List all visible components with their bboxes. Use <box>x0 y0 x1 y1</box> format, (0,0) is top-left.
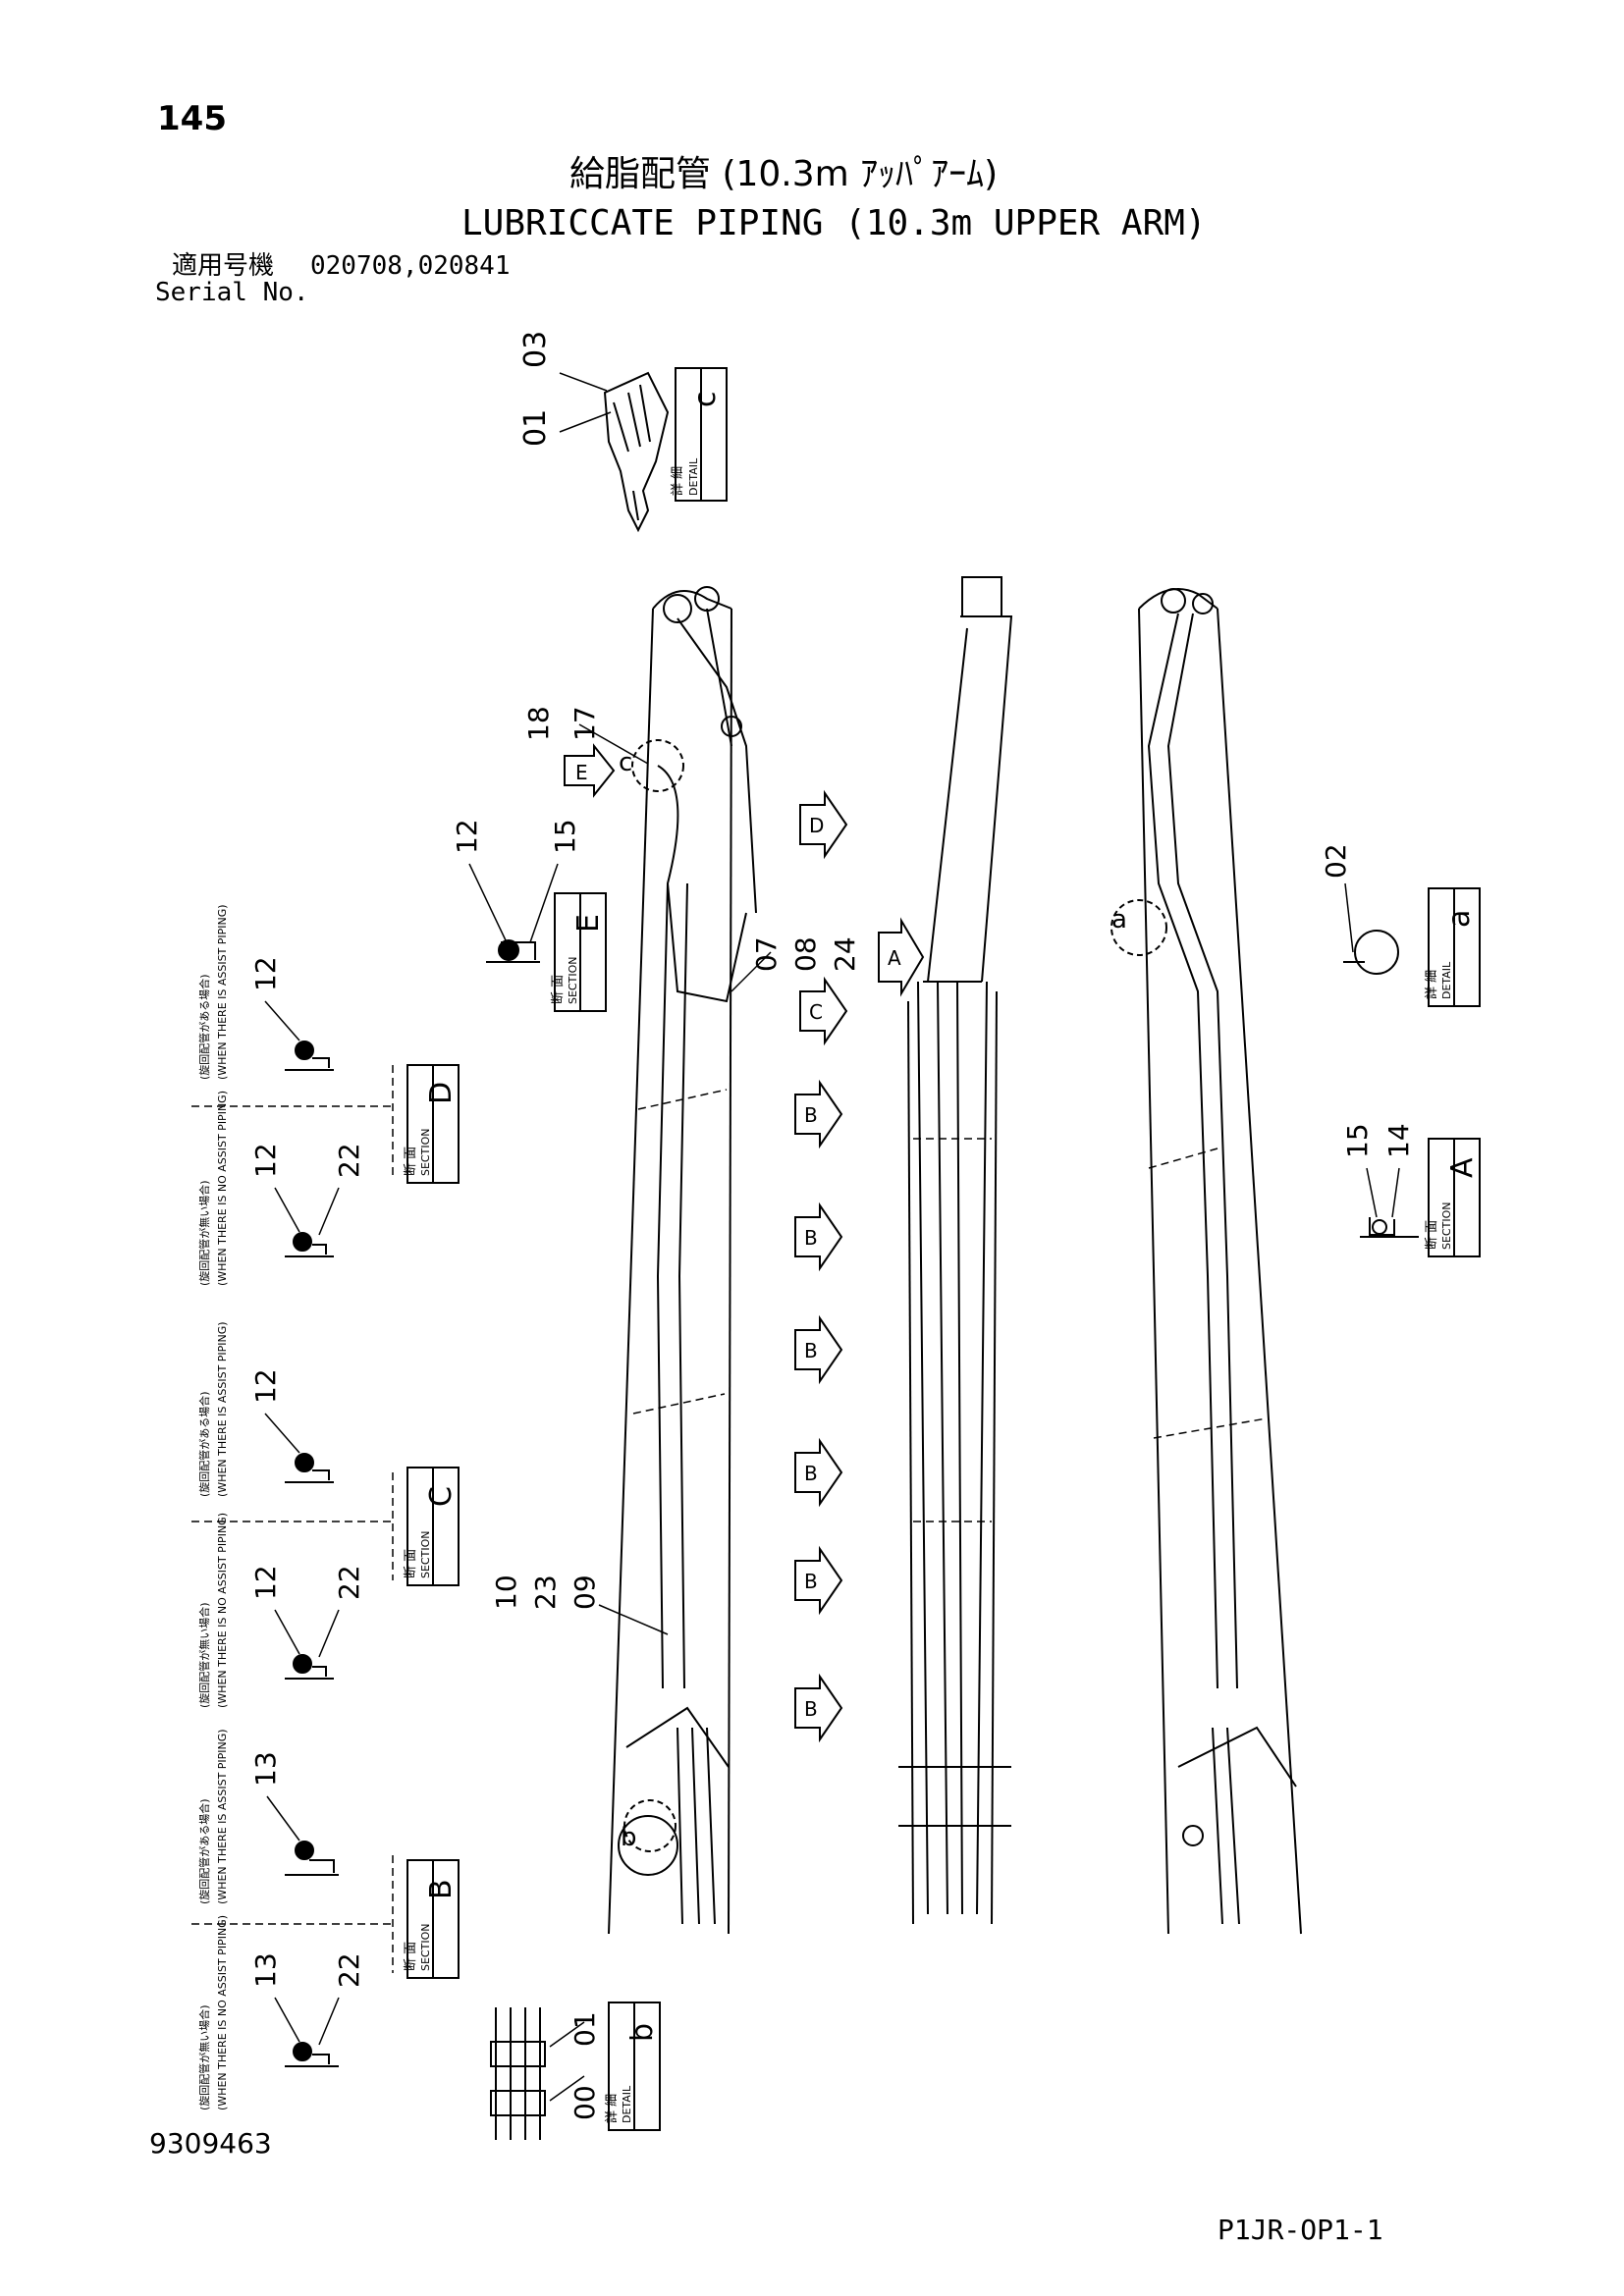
section-d-no-en: (WHEN THERE IS NO ASSIST PIPING) <box>216 1091 229 1286</box>
callout-09: 09 <box>568 1575 601 1610</box>
circle-c-label: c <box>619 748 632 777</box>
section-c-view: (旋回配管がある場合) (WHEN THERE IS ASSIST PIPING… <box>191 1321 460 1708</box>
section-b-label-en: SECTION <box>419 1924 432 1971</box>
arrow-d-label: D <box>809 814 824 837</box>
section-d-no-jp: (旋回配管が無い場合) <box>197 1180 211 1286</box>
detail-a-label-jp: 詳 細 <box>1424 970 1439 999</box>
section-b-yes-en: (WHEN THERE IS ASSIST PIPING) <box>216 1729 229 1904</box>
document-number: 9309463 <box>149 2127 272 2160</box>
section-c-label-en: SECTION <box>419 1531 432 1578</box>
section-a-part-14: 14 <box>1382 1123 1415 1158</box>
section-b-label-jp: 断 面 <box>404 1942 418 1971</box>
arrow-a-label: A <box>888 946 901 970</box>
detail-c-part-03: 03 <box>518 331 553 368</box>
section-e-label-jp: 断 面 <box>551 975 566 1004</box>
section-b-yes-part-13: 13 <box>249 1751 282 1787</box>
detail-a-label-en: DETAIL <box>1440 961 1453 999</box>
section-b-view: (旋回配管がある場合) (WHEN THERE IS ASSIST PIPING… <box>191 1729 460 2110</box>
section-b-no-en: (WHEN THERE IS NO ASSIST PIPING) <box>216 1915 229 2110</box>
section-d-yes-jp: (旋回配管がある場合) <box>197 974 211 1080</box>
detail-a-part-02: 02 <box>1320 843 1352 879</box>
arm-center-view <box>898 576 1013 1925</box>
detail-b-part-00: 00 <box>568 2085 601 2120</box>
title-english: LUBRICCATE PIPING (10.3m UPPER ARM) <box>461 203 1207 243</box>
callout-10: 10 <box>490 1575 522 1610</box>
section-c-no-en: (WHEN THERE IS NO ASSIST PIPING) <box>216 1513 229 1708</box>
detail-c-part-01: 01 <box>518 409 553 447</box>
section-c-no-part-22: 22 <box>333 1565 365 1600</box>
section-e-part-12: 12 <box>451 819 483 854</box>
section-d-no-part-12: 12 <box>249 1143 282 1178</box>
section-d-label-jp: 断 面 <box>404 1147 418 1176</box>
section-d-no-part-22: 22 <box>333 1143 365 1178</box>
section-c-no-part-12: 12 <box>249 1565 282 1600</box>
arrow-b-label-6: B <box>804 1697 818 1721</box>
section-d-view: (旋回配管がある場合) (WHEN THERE IS ASSIST PIPING… <box>191 904 460 1286</box>
section-c-letter: C <box>424 1486 459 1507</box>
callout-17: 17 <box>568 706 601 741</box>
page-number: 145 <box>157 99 227 138</box>
callout-07: 07 <box>750 936 783 972</box>
detail-b-label-jp: 詳 細 <box>604 2094 620 2123</box>
section-e-part-15: 15 <box>549 819 581 854</box>
section-e-view: 12 15 E 断 面 SECTION <box>451 819 607 1012</box>
arrow-b-label-5: B <box>804 1570 818 1593</box>
serial-label-japanese: 適用号機 <box>172 251 275 281</box>
section-a-part-15: 15 <box>1341 1123 1374 1158</box>
section-c-yes-part-12: 12 <box>249 1368 282 1404</box>
arm-left-view: c b 18 17 07 08 24 10 23 09 <box>490 586 861 1935</box>
section-c-no-jp: (旋回配管が無い場合) <box>197 1602 211 1708</box>
section-a-letter: A <box>1445 1157 1480 1178</box>
callout-24: 24 <box>829 936 861 972</box>
arrow-b-label-1: B <box>804 1103 818 1127</box>
section-e-label-en: SECTION <box>567 957 579 1004</box>
circle-b-label: b <box>621 1823 637 1852</box>
serial-label-english: Serial No. <box>155 278 309 307</box>
section-b-yes-jp: (旋回配管がある場合) <box>197 1798 211 1904</box>
section-d-letter: D <box>424 1082 459 1104</box>
detail-b-view: 01 00 b 詳 細 DETAIL <box>490 2002 661 2140</box>
arrow-b-label-2: B <box>804 1226 818 1250</box>
section-b-no-jp: (旋回配管が無い場合) <box>197 2004 211 2110</box>
section-a-label-en: SECTION <box>1440 1202 1453 1250</box>
section-c-yes-en: (WHEN THERE IS ASSIST PIPING) <box>216 1321 229 1497</box>
sheet-code: P1JR-OP1-1 <box>1218 2214 1383 2246</box>
arrow-e-label: E <box>575 761 588 784</box>
section-b-letter: B <box>424 1879 459 1899</box>
section-b-no-part-13: 13 <box>249 1952 282 1988</box>
section-arrows: E D A C B B B B B B <box>564 743 925 1743</box>
section-c-yes-jp: (旋回配管がある場合) <box>197 1391 211 1497</box>
arrow-c-label: C <box>809 1000 823 1024</box>
callout-08: 08 <box>789 936 822 972</box>
detail-b-label-en: DETAIL <box>621 2085 633 2123</box>
section-e-letter: E <box>571 914 606 933</box>
detail-b-part-01: 01 <box>568 2011 601 2047</box>
arrow-b-label-3: B <box>804 1339 818 1362</box>
callout-18: 18 <box>522 706 555 741</box>
arm-right-view: a <box>1110 588 1302 1935</box>
section-a-view: 15 14 A 断 面 SECTION <box>1341 1123 1481 1257</box>
detail-c-letter: c <box>688 392 723 408</box>
circle-a-label: a <box>1111 905 1127 934</box>
title-japanese: 給脂配管 (10.3m ｱｯﾊﾟｱｰﾑ) <box>569 154 999 194</box>
detail-b-letter: b <box>625 2023 660 2042</box>
section-b-no-part-22: 22 <box>333 1952 365 1988</box>
section-d-yes-part-12: 12 <box>249 956 282 991</box>
arrow-b-label-4: B <box>804 1462 818 1485</box>
section-d-label-en: SECTION <box>419 1129 432 1176</box>
callout-23: 23 <box>529 1575 562 1610</box>
serial-numbers: 020708,020841 <box>310 251 511 281</box>
detail-c-label-jp: 詳 細 <box>670 466 685 496</box>
detail-a-letter: a <box>1442 910 1477 928</box>
detail-c-label-en: DETAIL <box>687 457 700 496</box>
section-a-label-jp: 断 面 <box>1425 1220 1439 1250</box>
section-d-yes-en: (WHEN THERE IS ASSIST PIPING) <box>216 904 229 1080</box>
detail-c-view: 03 01 c 詳 細 DETAIL <box>518 331 728 533</box>
detail-a-view: 02 a 詳 細 DETAIL <box>1320 843 1481 1007</box>
section-c-label-jp: 断 面 <box>404 1549 418 1578</box>
